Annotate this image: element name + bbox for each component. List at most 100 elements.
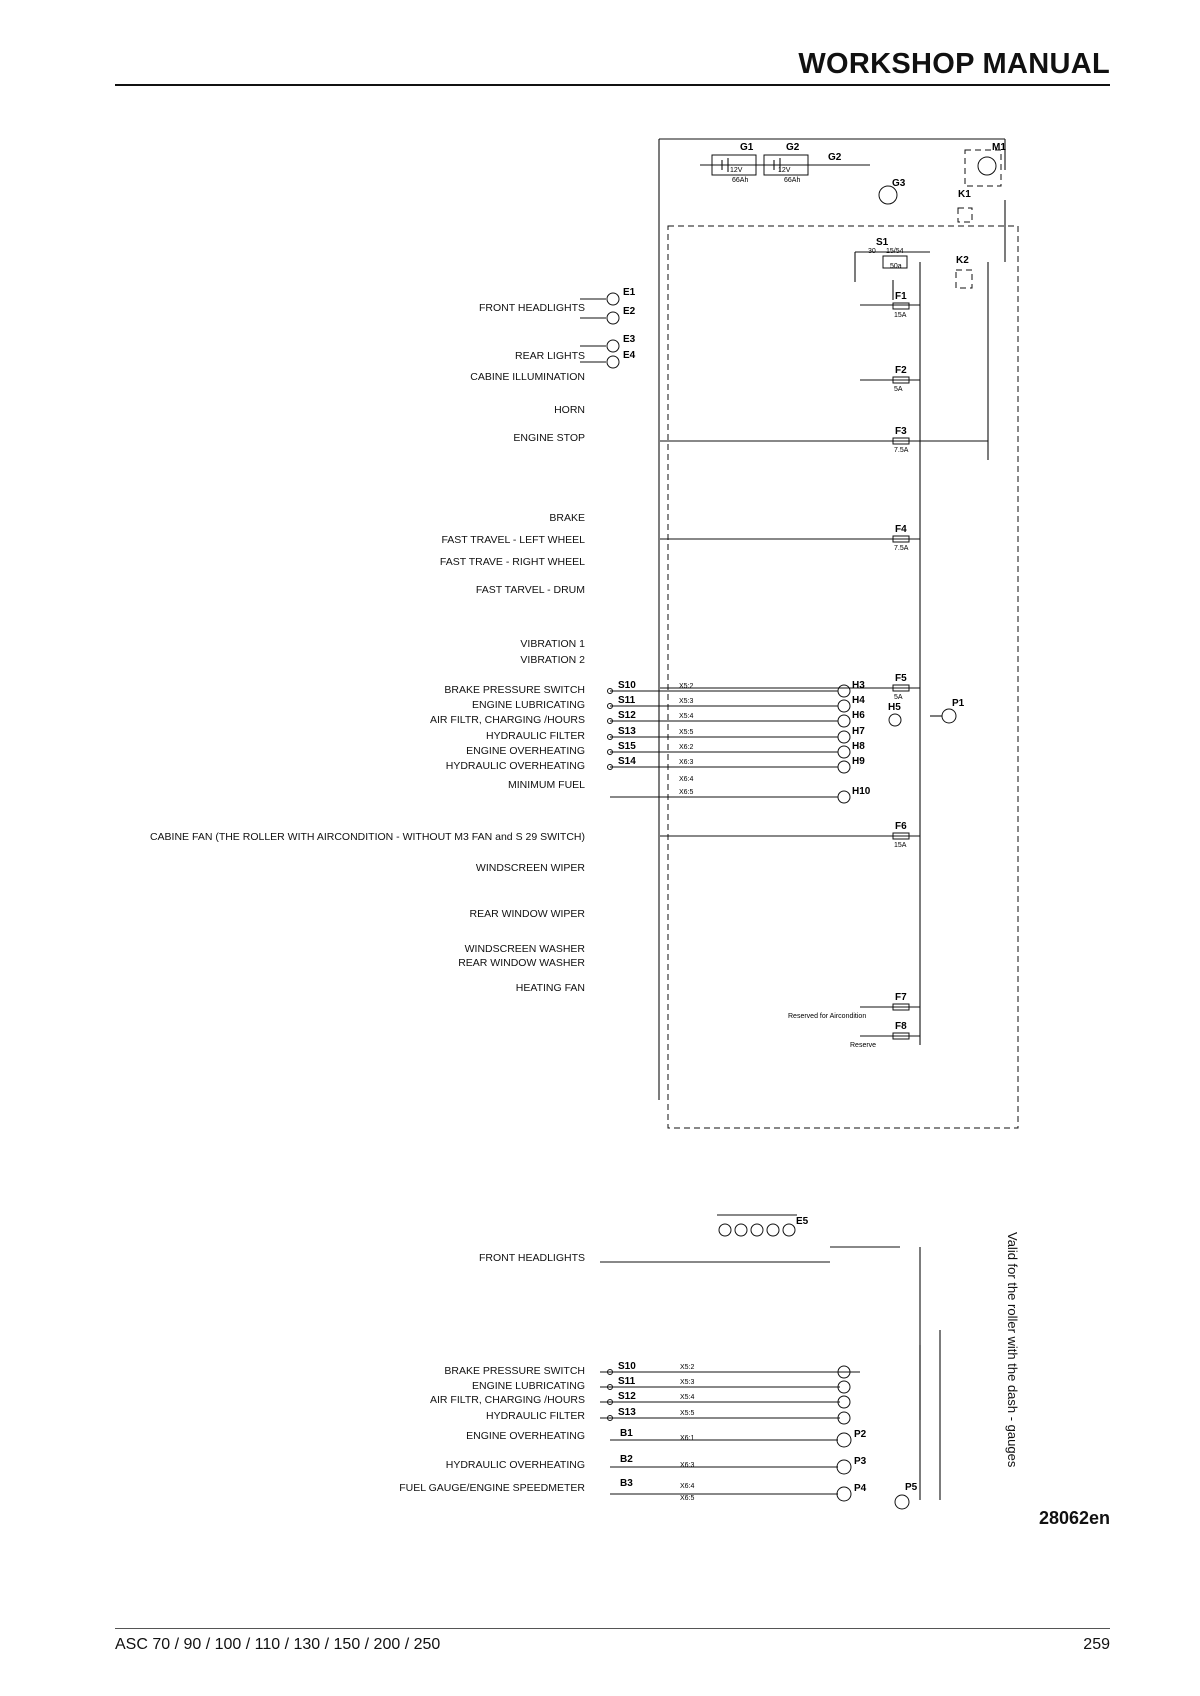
fuse-rating: 15A — [894, 312, 907, 319]
connector-label: X6:4 — [679, 776, 694, 783]
lower-sensor-s11: S11 — [607, 1376, 851, 1394]
indicator-h8: H8 — [610, 741, 865, 759]
lower-gauge-p4: P4 — [610, 1483, 867, 1502]
svg-text:K2: K2 — [956, 255, 969, 266]
fuse-id: F2 — [895, 365, 907, 376]
lower-bus-lines — [600, 1246, 941, 1500]
indicator-id: H7 — [852, 726, 865, 737]
connector-label: X6:5 — [679, 789, 694, 796]
function-label: WINDSCREEN WASHER — [464, 943, 585, 955]
sensor-s15: S15 — [607, 741, 636, 755]
lamp-id: E4 — [623, 350, 636, 361]
lower-gauge-p2: P2 — [610, 1429, 867, 1448]
generator-g3: G3 — [878, 178, 906, 205]
lower-gauge-id: P2 — [854, 1429, 867, 1440]
indicator-id: H8 — [852, 741, 865, 752]
indicator-id: H10 — [852, 786, 871, 797]
function-label: HORN — [554, 404, 585, 416]
fuse-id: F7 — [895, 992, 907, 1003]
sensor-id: S13 — [618, 726, 636, 737]
validity-side-note: Valid for the roller with the dash - gau… — [1005, 1232, 1020, 1468]
lamp-e1: E1 — [580, 287, 636, 306]
lamp-id: E1 — [623, 287, 636, 298]
lamp-h5: H5 — [888, 702, 902, 727]
sensor-id: S15 — [618, 741, 636, 752]
function-label: VIBRATION 1 — [520, 638, 585, 650]
lamp-e3: E3 — [580, 334, 636, 353]
lower-sensor-id: S13 — [618, 1407, 636, 1418]
lamp-e4: E4 — [580, 350, 636, 369]
fuse-f1: F1 15A — [892, 291, 910, 319]
indicator-id: H4 — [852, 695, 865, 706]
dash-panel-outline — [667, 225, 1019, 1129]
battery-g1-capacity: 66Ah — [732, 177, 748, 184]
sensor-id: S14 — [618, 756, 636, 767]
function-label: BRAKE PRESSURE SWITCH — [444, 684, 585, 696]
lower-connector-label: X6:4 — [680, 1483, 695, 1490]
lower-gauge-id: P3 — [854, 1456, 867, 1467]
svg-text:H5: H5 — [888, 702, 901, 713]
page-header-title: WORKSHOP MANUAL — [798, 48, 1110, 80]
fuse-f4: F47.5A — [892, 524, 910, 552]
function-label: REAR WINDOW WASHER — [458, 957, 585, 969]
lower-gauge-p3: P3 — [610, 1456, 867, 1475]
header-rule — [115, 84, 1110, 86]
fuse-f3: F37.5A — [892, 426, 910, 454]
lower-sensor-id: S10 — [618, 1361, 636, 1372]
connector-label: X5:5 — [679, 729, 694, 736]
indicator-h3: H3 — [610, 680, 865, 698]
lower-sensor-id: S12 — [618, 1391, 636, 1402]
fuse-f8: F8 — [892, 1021, 910, 1040]
battery-g1-voltage: 12V — [730, 167, 743, 174]
function-label: REAR LIGHTS — [514, 350, 585, 362]
lower-sensor-s10: S10 — [607, 1361, 851, 1379]
function-label: AIR FILTR, CHARGING /HOURS — [430, 714, 585, 726]
lower-lamp-array-e5: E5 — [717, 1214, 809, 1237]
function-label: BRAKE — [549, 512, 585, 524]
fuse-id: F8 — [895, 1021, 907, 1032]
svg-text:E5: E5 — [796, 1216, 809, 1227]
lower-function-label: FRONT HEADLIGHTS — [479, 1252, 585, 1264]
function-label: HYDRAULIC OVERHEATING — [445, 760, 585, 772]
lower-function-label: FUEL GAUGE/ENGINE SPEEDMETER — [399, 1482, 585, 1494]
svg-text:15/54: 15/54 — [886, 248, 904, 255]
sensor-id: S10 — [618, 680, 636, 691]
svg-text:P5: P5 — [905, 1482, 918, 1493]
connector-label: X5:4 — [679, 713, 694, 720]
lower-function-label: HYDRAULIC FILTER — [486, 1410, 585, 1422]
relay-k2: K2 — [955, 255, 973, 289]
svg-text:50a: 50a — [890, 263, 902, 270]
function-label: HEATING FAN — [515, 982, 585, 994]
connector-label: X6:3 — [679, 759, 694, 766]
fuse-id: F4 — [895, 524, 907, 535]
battery-g2-voltage: 12V — [778, 167, 791, 174]
indicator-h10: H10 — [610, 786, 871, 804]
sensor-s12: S12 — [607, 710, 636, 724]
lower-sensor-device-id: B2 — [620, 1454, 633, 1465]
footer-rule — [115, 1628, 1110, 1629]
sensor-s13: S13 — [607, 726, 636, 740]
lower-sensor-device-id: B3 — [620, 1478, 633, 1489]
battery-g2-capacity: 66Ah — [784, 177, 800, 184]
footer-models: ASC 70 / 90 / 100 / 110 / 130 / 150 / 20… — [115, 1636, 441, 1653]
function-label: HYDRAULIC FILTER — [486, 730, 585, 742]
function-label: FAST TRAVEL - LEFT WHEEL — [441, 534, 585, 546]
indicator-id: H6 — [852, 710, 865, 721]
sensor-id: S12 — [618, 710, 636, 721]
lamp-id: E2 — [623, 306, 636, 317]
lower-function-label: ENGINE OVERHEATING — [466, 1430, 585, 1442]
indicator-h4: H4 — [610, 695, 865, 713]
g2-label: G2 — [828, 152, 842, 163]
svg-text:S1: S1 — [876, 237, 889, 248]
svg-text:P1: P1 — [952, 698, 965, 709]
function-label: CABINE FAN (THE ROLLER WITH AIRCONDITION… — [149, 831, 585, 843]
footer-page-number: 259 — [1083, 1636, 1110, 1653]
starter-m1: M1 — [964, 142, 1006, 187]
relay-k1: K1 — [957, 189, 973, 223]
sensor-s11: S11 — [607, 695, 636, 709]
fuse-id: F1 — [895, 291, 907, 302]
connector-label: X6:2 — [679, 744, 694, 751]
key-switch-s1: S1 30 15/54 50a — [868, 237, 908, 270]
lower-sensor-s12: S12 — [607, 1391, 851, 1409]
